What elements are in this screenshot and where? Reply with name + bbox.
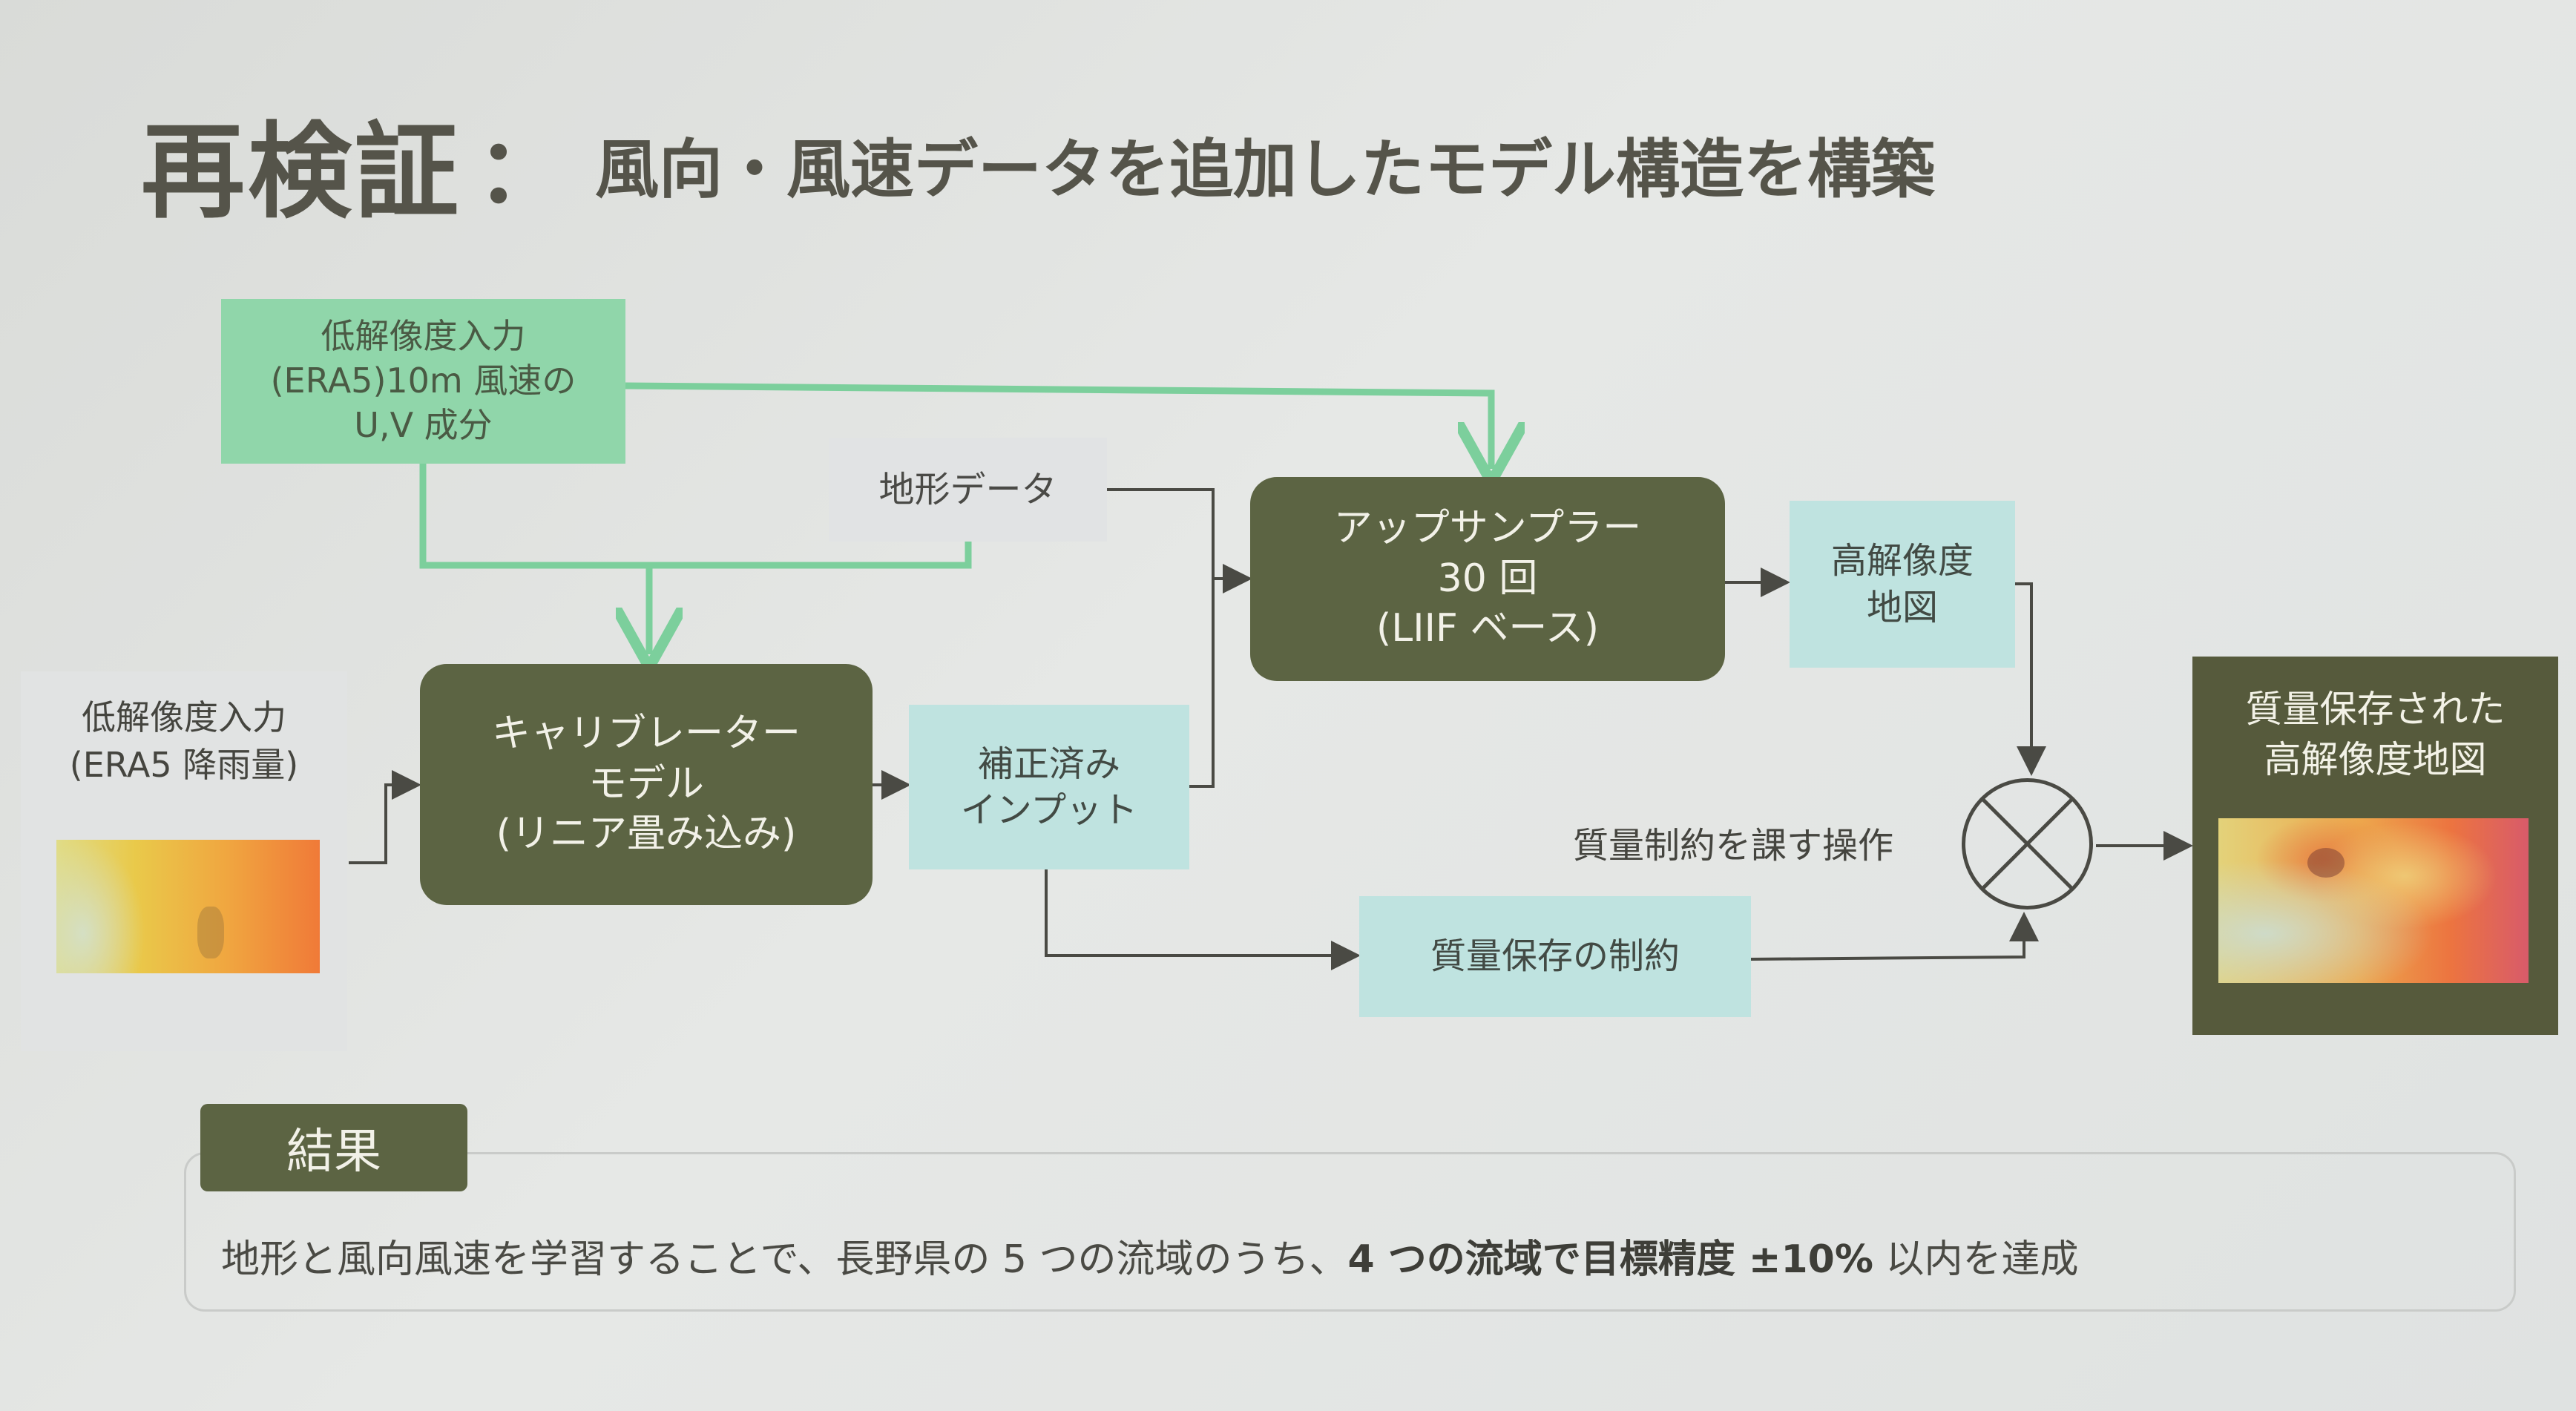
- node-line: 高解像度: [1830, 540, 1974, 582]
- node-line: アップサンプラー: [1333, 506, 1642, 551]
- title-colon: ：: [476, 120, 566, 223]
- highres-output-heatmap-image: [2218, 818, 2529, 983]
- node-line: (ERA5 降雨量): [69, 745, 299, 786]
- node-line: (ERA5)10m 風速の: [270, 361, 576, 401]
- node-highres-map: 高解像度 地図: [1790, 501, 2015, 668]
- node-terrain-data: 地形データ: [829, 438, 1107, 542]
- result-tag: 結果: [200, 1104, 467, 1191]
- node-upsampler: アップサンプラー 30 回 (LIIF ベース): [1250, 477, 1725, 681]
- output-label: 質量保存された 高解像度地図: [2192, 685, 2558, 785]
- node-corrected-input: 補正済み インプット: [909, 705, 1189, 869]
- node-line: 高解像度地図: [2264, 737, 2487, 781]
- node-line: 低解像度入力: [82, 697, 286, 737]
- page-title: 再検証 ： 風向・風速データを追加したモデル構造を構築: [141, 89, 1935, 237]
- result-box: [184, 1152, 2516, 1312]
- node-line: (リニア畳み込み): [496, 812, 797, 857]
- operator-label: 質量制約を課す操作: [1573, 825, 1894, 866]
- node-line: (LIIF ベース): [1376, 606, 1600, 651]
- node-line: 地図: [1866, 586, 1938, 628]
- result-text-tail: 以内を達成: [1873, 1237, 2079, 1282]
- arrow-terrain-to-upsampler: [1107, 488, 1252, 593]
- connector-terrain-to-calibrator: [649, 542, 972, 569]
- node-line: 補正済み: [977, 743, 1120, 785]
- node-line: キャリブレーター: [491, 711, 801, 757]
- rain-input-label: 低解像度入力 (ERA5 降雨量): [21, 694, 347, 789]
- multiply-operator-icon: [1962, 778, 2093, 910]
- title-main: 再検証: [141, 112, 462, 233]
- arrow-wind-to-upsampler: [625, 382, 1491, 469]
- node-line: インプット: [960, 789, 1138, 831]
- node-mass-conserved-output: 質量保存された 高解像度地図: [2192, 657, 2558, 1035]
- node-calibrator-model: キャリブレーター モデル (リニア畳み込み): [420, 664, 873, 905]
- node-lowres-wind-input: 低解像度入力 (ERA5)10m 風速の U,V 成分: [221, 299, 625, 464]
- arrow-corrected-to-upsampler: [1189, 579, 1215, 788]
- arrow-rain-to-calibrator: [349, 770, 421, 864]
- result-text-bold: 4 つの流域で目標精度 ±10%: [1347, 1237, 1873, 1282]
- arrow-wind-to-calibrator: [419, 464, 649, 654]
- node-line: 低解像度入力: [321, 316, 526, 357]
- node-line: 地形データ: [878, 468, 1057, 510]
- arrow-hrmap-to-operator: [2015, 582, 2046, 776]
- node-line: U,V 成分: [354, 404, 493, 445]
- node-mass-conservation-constraint: 質量保存の制約: [1359, 896, 1751, 1017]
- arrow-corrected-to-constraint: [1045, 869, 1361, 970]
- lowres-rain-heatmap-image: [56, 840, 320, 973]
- title-subtitle: 風向・風速データを追加したモデル構造を構築: [595, 132, 1936, 207]
- result-text-normal: 地形と風向風速を学習することで、長野県の 5 つの流域のうち、: [221, 1237, 1348, 1282]
- node-line: 30 回: [1437, 556, 1538, 601]
- node-line: 質量保存された: [2245, 688, 2506, 731]
- arrow-constraint-to-operator: [1750, 912, 2039, 961]
- result-text: 地形と風向風速を学習することで、長野県の 5 つの流域のうち、4 つの流域で目標…: [221, 1228, 2078, 1283]
- node-line: 質量保存の制約: [1430, 935, 1680, 978]
- node-lowres-rain-input: 低解像度入力 (ERA5 降雨量): [21, 671, 347, 1051]
- node-line: モデル: [588, 761, 704, 806]
